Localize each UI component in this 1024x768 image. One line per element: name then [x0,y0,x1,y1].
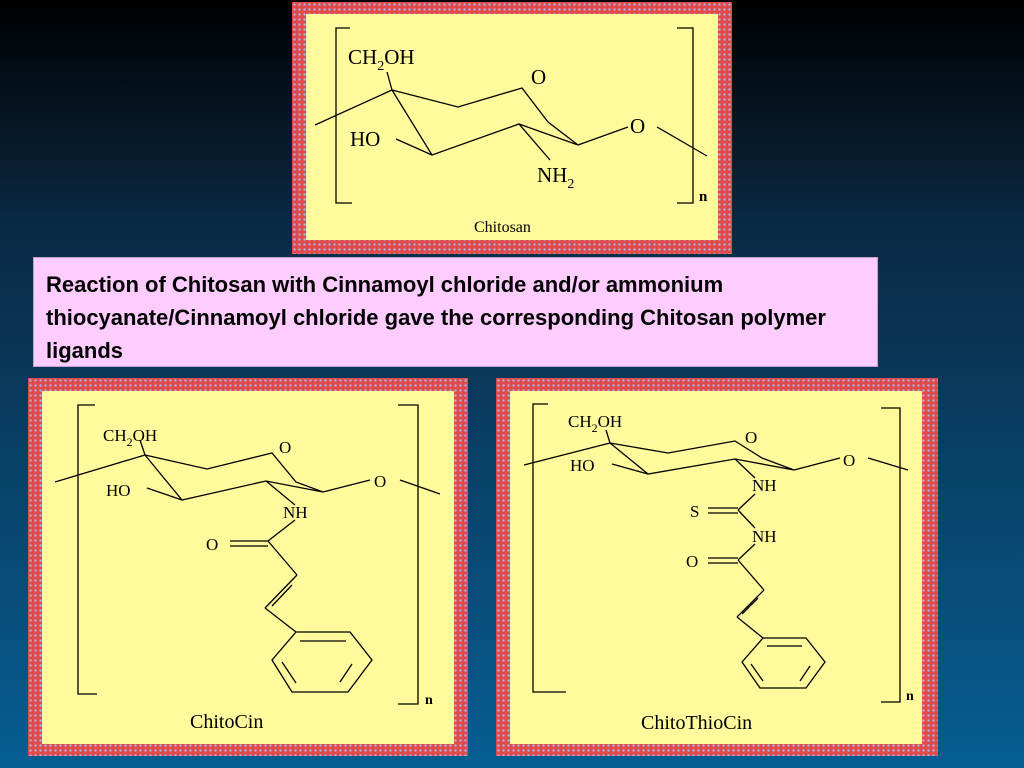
phenyl-double-2 [799,665,811,682]
ring-o-label: O [279,438,291,457]
chitosan-panel: CH2OH O HO O NH2 n Chitosan [306,14,718,240]
pyranose-ring [391,87,579,156]
bond-o-bridge [577,126,629,146]
ring-o-label: O [531,65,546,89]
chitocin-structure: CH2OH O HO O NH O n ChitoCin [54,404,441,733]
bond-o-bridge [793,457,841,471]
chitothiocin-structure: CH2OH O HO O NH S NH O n ChitoThioCin [523,403,914,734]
bond-left [314,89,393,126]
bond-c-c1 [267,540,298,576]
phenyl-ring [741,637,826,689]
carbonyl-o-label: O [206,535,218,554]
nh1-label: NH [752,476,777,495]
ho-label: HO [350,127,380,151]
phenyl-double-3 [281,661,297,684]
chitosan-structure: CH2OH O HO O NH2 n Chitosan [314,27,708,236]
bond-ch2oh [605,429,611,444]
repeat-n-label: n [906,689,914,704]
chitothiocin-title: ChitoThioCin [641,712,752,734]
bond-right [399,479,441,495]
phenyl-double-3 [750,663,764,682]
repeat-n-label: n [425,693,433,708]
bond-right [867,457,909,471]
bridge-o-label: O [374,472,386,491]
ho-label: HO [570,456,595,475]
bond-ho [146,487,183,501]
chitosan-title: Chitosan [474,219,531,236]
bond-left [523,442,611,466]
bond-c-c1 [737,559,765,591]
bond-ch2oh [386,71,393,91]
bond-right [656,126,708,157]
right-bracket [677,27,694,204]
chitothiocin-panel: CH2OH O HO O NH S NH O n ChitoThioCin [510,391,922,744]
nh-label: NH [283,503,308,522]
phenyl-double-2 [339,663,353,683]
bond-nh1-cs [737,493,756,511]
nh2-label: NH [752,527,777,546]
bond-alkene-2 [741,597,759,615]
repeat-n-label: n [699,189,708,205]
bond-left [54,454,146,483]
ch2oh-label: CH2OH [348,45,415,74]
ch2oh-label: CH2OH [568,412,622,435]
bond-nh2-co [737,543,756,561]
ch2oh-label: CH2OH [103,426,157,449]
bond-ho [611,463,649,475]
bond-nh2 [518,123,551,161]
carbonyl-o-label: O [686,552,698,571]
bridge-o-label: O [630,114,645,138]
phenyl-ring [271,631,373,693]
bond-nh [265,480,296,506]
bond-nh1 [734,458,756,479]
bond-cs-nh2 [737,509,756,529]
right-bracket [398,404,419,705]
bond-ch2oh [139,439,146,456]
bond-to-phenyl [736,616,764,639]
nh2-label: NH2 [537,163,574,192]
reaction-caption: Reaction of Chitosan with Cinnamoyl chlo… [33,257,878,367]
right-bracket [881,407,901,703]
bond-alkene-1 [264,574,298,609]
left-bracket [532,403,566,693]
ring-o-label: O [745,428,757,447]
bond-o-bridge [322,479,371,493]
bond-to-phenyl [264,607,297,633]
chitocin-panel: CH2OH O HO O NH O n ChitoCin [42,391,454,744]
bond-nh-co [267,519,296,542]
ho-label: HO [106,481,131,500]
thio-s-label: S [690,502,699,521]
bond-ho [395,138,433,156]
chitocin-title: ChitoCin [190,711,263,733]
bond-alkene-1 [736,589,765,618]
pyranose-ring [144,452,324,501]
left-bracket [77,404,97,695]
bond-alkene-2 [271,584,293,607]
pyranose-ring [609,440,795,475]
bridge-o-label: O [843,451,855,470]
